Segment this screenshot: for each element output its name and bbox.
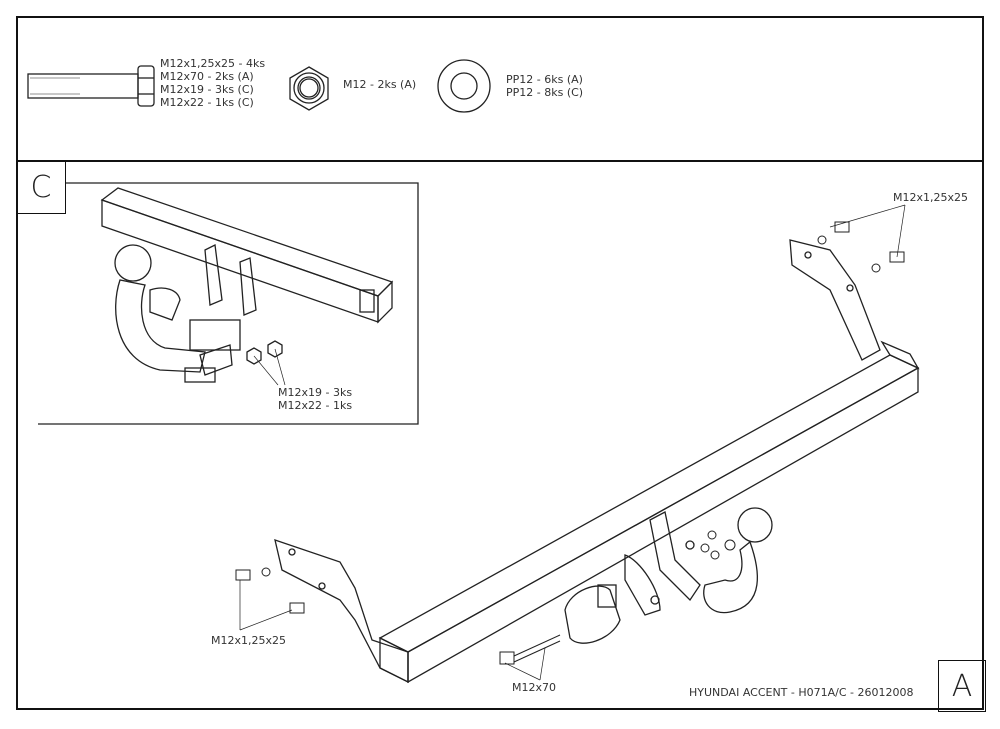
bolt-spec: M12x70 - 2ks (A) [160, 70, 254, 83]
socket-plate [564, 584, 621, 644]
variant-c-label: C [16, 161, 66, 214]
callout-left: M12x1,25x25 [211, 634, 286, 647]
washer-icon [437, 59, 491, 113]
nut-spec: M12 - 2ks (A) [343, 78, 417, 91]
callout-top-right: M12x1,25x25 [893, 191, 968, 204]
bolt-icon [27, 65, 155, 107]
parts-divider [16, 160, 984, 162]
washer-spec: PP12 - 6ks (A) [506, 73, 583, 86]
bolts-main [235, 221, 905, 665]
callout: M12x19 - 3ks [278, 386, 353, 399]
main-crossbar [378, 340, 920, 684]
washer-spec-list: PP12 - 6ks (A) PP12 - 8ks (C) [506, 73, 583, 99]
right-bracket [789, 239, 881, 361]
left-bracket [274, 539, 409, 684]
title-block: HYUNDAI ACCENT - H071A/C - 26012008 [689, 686, 914, 699]
callout-bottom: M12x70 [512, 681, 556, 694]
variant-c-callouts: M12x19 - 3ks M12x22 - 1ks [278, 386, 352, 412]
inset-c-border [38, 182, 419, 425]
nut-icon [289, 66, 329, 111]
variant-a-label: A [938, 660, 986, 712]
leader-lines [239, 204, 906, 681]
bolt-spec: M12x22 - 1ks (C) [160, 96, 254, 109]
drawing-frame [16, 16, 984, 710]
washer-spec: PP12 - 8ks (C) [506, 86, 584, 99]
tow-ball [624, 507, 773, 616]
callout: M12x22 - 1ks [278, 399, 353, 412]
bolt-spec: M12x19 - 3ks (C) [160, 83, 254, 96]
bolt-spec-list: M12x1,25x25 - 4ks M12x70 - 2ks (A) M12x1… [160, 57, 265, 109]
bolt-spec: M12x1,25x25 - 4ks [160, 57, 266, 70]
inset-crossbar [100, 187, 394, 383]
